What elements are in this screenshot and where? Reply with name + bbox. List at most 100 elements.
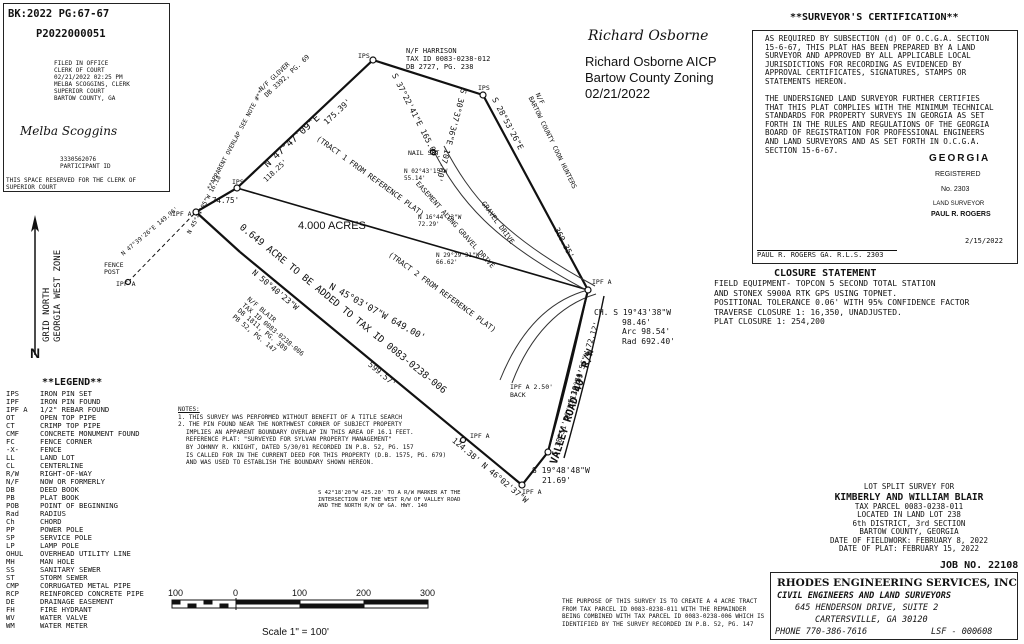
legend-desc: NOW OR FORMERLY — [40, 477, 105, 486]
cert-line: THAT THIS PLAT COMPLIES WITH THE MINIMUM… — [765, 102, 994, 112]
scale-tick-4: 300 — [420, 588, 436, 598]
curve-arc: Arc 98.54' — [622, 327, 671, 336]
marker-note-line: INTERSECTION OF THE WEST R/W OF VALLEY R… — [318, 496, 461, 503]
note-line: IS CALLED FOR IN THE CURRENT DEED FOR TH… — [186, 451, 447, 459]
legend-abbr: DB — [6, 485, 15, 494]
filed-block: FILED IN OFFICE CLERK OF COURT 02/21/202… — [54, 60, 164, 102]
recording-box: BK:2022 PG:67-67 P2022000051 FILED IN OF… — [3, 3, 170, 192]
id-line: 3330562076 — [60, 156, 97, 163]
sign-date: 2/15/2022 — [965, 237, 1003, 245]
legend-abbr: OT — [6, 413, 15, 422]
acres-main: 4.000 ACRES — [298, 220, 366, 232]
scale-label: Scale 1" = 100' — [262, 627, 329, 638]
clerk-signature: Melba Scoggins — [20, 124, 118, 138]
closure-line: TRAVERSE CLOSURE 1: 16,350, UNADJUSTED. — [714, 307, 902, 317]
scale-tick-2: 100 — [292, 588, 308, 598]
north-line2: GEORGIA WEST ZONE — [53, 249, 63, 342]
notes-title: NOTES: — [178, 406, 200, 413]
harrison-line: TAX ID 0083-0238-012 — [406, 55, 491, 63]
legend-abbr: FH — [6, 605, 15, 614]
seal-bottom-text: PAUL R. ROGERS — [931, 211, 991, 218]
small-bearing-2: N 16°44'23"W 72.29' — [418, 214, 462, 228]
legend-abbr: CT — [6, 421, 15, 430]
ips-label-2: IPS — [478, 84, 490, 92]
zoning-date: 02/21/2022 — [585, 86, 651, 101]
cert-line: STANDARDS FOR PROPERTY SURVEYS IN GEORGI… — [765, 111, 985, 121]
legend-desc: CORRUGATED METAL PIPE — [40, 581, 131, 590]
firm-phone: PHONE 770-386-7616 — [775, 627, 868, 637]
legend-row: CMP CORRUGATED METAL PIPE — [6, 582, 144, 590]
legend-abbr: IPS — [6, 389, 19, 398]
north-letter: N — [30, 345, 41, 361]
firm-box: RHODES ENGINEERING SERVICES, INC CIVIL E… — [770, 572, 1018, 640]
ips-label-3: IPS — [232, 178, 244, 186]
gravel-drive — [432, 145, 597, 384]
cert-line: APPROVAL CERTIFICATES, SIGNATURES, STAMP… — [765, 68, 967, 78]
north-line1: GRID NORTH — [42, 287, 52, 342]
lot-split-line: 6th DISTRICT, 3rd SECTION — [852, 518, 966, 528]
lot-split-owner: KIMBERLY AND WILLIAM BLAIR — [834, 491, 984, 503]
legend-abbr: LL — [6, 453, 15, 462]
legend-abbr: CMP — [6, 581, 19, 590]
id-line: PARTICIPANT ID — [60, 163, 111, 170]
legend-row: LL LAND LOT — [6, 454, 144, 462]
lot-split-line: BARTOW COUNTY, GEORGIA — [859, 527, 959, 536]
lot-split-heading: LOT SPLIT SURVEY FOR — [863, 482, 955, 491]
legend-desc: WATER METER — [40, 621, 88, 630]
legend-desc: PLAT BOOK — [40, 493, 79, 502]
legend-abbr: IPF — [6, 397, 19, 406]
legend-desc: CENTERLINE — [40, 461, 84, 470]
curve-chord: CH. S 19°43'38"W — [594, 308, 672, 317]
zoning-name: Richard Osborne AICP — [585, 54, 717, 69]
zoning-signature: Richard Osborne — [588, 28, 709, 44]
firm-addr1: 645 HENDERSON DRIVE, SUITE 2 — [795, 603, 939, 613]
legend-desc: LAND LOT — [40, 453, 75, 462]
lot-split-line: LOCATED IN LAND LOT 238 — [857, 510, 961, 519]
surveyor-cert-box: AS REQUIRED BY SUBSECTION (d) OF O.C.G.A… — [752, 30, 1018, 264]
legend-abbr: R/W — [6, 469, 19, 478]
legend-desc: POINT OF BEGINNING — [40, 501, 118, 510]
legend-desc: WATER VALVE — [40, 613, 88, 622]
zoning-office: Bartow County Zoning — [585, 70, 714, 85]
legend-row: -X-FENCE — [6, 446, 144, 454]
cert-title: **SURVEYOR'S CERTIFICATION** — [790, 12, 959, 23]
ipf-a-label-5: IPF A — [116, 280, 136, 288]
scale-tick-3: 200 — [356, 588, 372, 598]
legend-abbr: N/F — [6, 477, 19, 486]
legend-abbr: FC — [6, 437, 15, 446]
legend-desc: FENCE — [40, 445, 62, 454]
ipf-a-label-2: IPF A — [592, 278, 612, 286]
cert-line: FORTH IN THE RULES AND REGULATIONS OF TH… — [765, 119, 990, 129]
legend-abbr: CL — [6, 461, 15, 470]
reserved-note: THIS SPACE RESERVED FOR THE CLERK OF SUP… — [6, 177, 137, 191]
fence-line — [127, 211, 197, 283]
marker-note: S 42°18'20"W 425.20' TO A R/W MARKER AT … — [318, 490, 460, 510]
legend-row: RCP REINFORCED CONCRETE PIPE — [6, 590, 144, 598]
legend-abbr: Ch — [6, 517, 15, 526]
bearing-rw1-dist: 21.69' — [542, 476, 571, 485]
small-bearing-1: N 02°43'15"W 55.14' — [404, 168, 448, 182]
harrison-label: N/F HARRISON TAX ID 0083-0238-012 DB 272… — [406, 47, 490, 71]
legend-desc: REINFORCED CONCRETE PIPE — [40, 589, 144, 598]
firm-addr2: CARTERSVILLE, GA 30120 — [815, 615, 928, 625]
legend-abbr: POB — [6, 501, 19, 510]
legend-row: N/F NOW OR FORMERLY — [6, 478, 144, 486]
cert-line: THE UNDERSIGNED LAND SURVEYOR FURTHER CE… — [765, 94, 980, 103]
legend-desc: SERVICE POLE — [40, 533, 92, 542]
filed-line: CLERK OF COURT — [54, 67, 105, 74]
note-line: 2. THE PIN FOUND NEAR THE NORTHWEST CORN… — [178, 421, 402, 429]
fieldwork-date: DATE OF FIELDWORK: FEBRUARY 8, 2022 — [829, 535, 989, 545]
legend-desc: POWER POLE — [40, 525, 84, 534]
legend-abbr: RCP — [6, 589, 19, 598]
scale-tick-1: 0 — [233, 588, 239, 598]
cert-line: 15-6-67, THIS PLAT HAS BEEN PREPARED BY … — [765, 42, 976, 52]
seal-mid-text: REGISTERED — [935, 171, 981, 178]
legend-desc: 1/2" REBAR FOUND — [40, 405, 110, 414]
